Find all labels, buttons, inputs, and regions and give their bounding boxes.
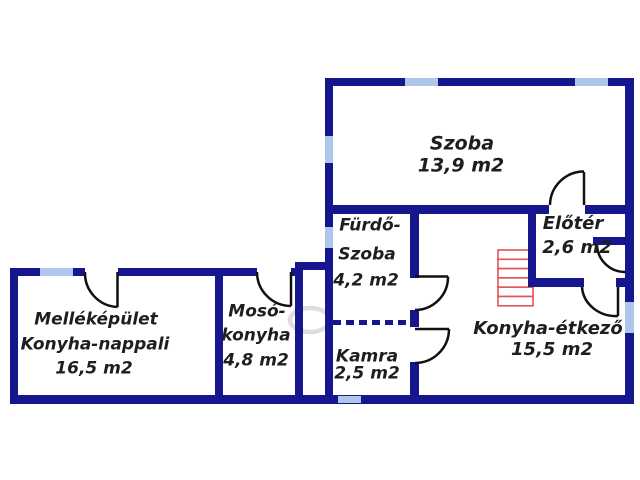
room-label-moso-line2: konyha	[221, 325, 291, 346]
room-label-mellekepulet-line1: Melléképület	[34, 309, 158, 330]
room-label-kamra: Kamra	[335, 346, 399, 367]
wall-segment	[616, 278, 634, 287]
room-label-szoba: Szoba	[429, 132, 495, 155]
door-opening	[257, 267, 291, 277]
stair-step	[497, 249, 534, 261]
room-label-furdo-line1: Fürdő-	[339, 215, 401, 236]
wall-segment	[295, 262, 333, 270]
window-segment	[40, 268, 73, 276]
door-arc	[83, 271, 118, 309]
room-area-szoba: 13,9 m2	[417, 154, 505, 177]
wall-segment	[528, 278, 584, 287]
room-area-furdo: 4,2 m2	[333, 270, 399, 291]
window-segment	[405, 78, 438, 86]
door-arc	[595, 243, 626, 274]
door-opening	[549, 204, 585, 215]
stair-step	[497, 286, 534, 298]
wall-segment	[295, 268, 303, 403]
stairs	[497, 249, 534, 307]
wall-segment	[410, 362, 419, 396]
stair-step	[497, 277, 534, 288]
room-area-moso: 4,8 m2	[223, 350, 289, 371]
door-arc	[414, 276, 450, 312]
wall-segment	[528, 205, 536, 286]
wall-segment	[10, 268, 18, 403]
door-opening	[85, 267, 118, 277]
room-label-moso-line1: Mosó-	[228, 301, 286, 322]
wall-segment	[593, 237, 633, 245]
door-arc	[255, 271, 292, 308]
stair-step	[497, 295, 534, 307]
door-openings	[85, 204, 585, 277]
windows	[40, 78, 634, 403]
wall-segment	[325, 205, 633, 214]
window-segment	[338, 396, 361, 403]
room-area-kamra: 2,5 m2	[334, 363, 400, 384]
window-segment	[325, 227, 333, 248]
room-label-mellekepulet-line2: Konyha-nappali	[20, 334, 170, 355]
wall-segment	[215, 268, 223, 403]
wall-segment	[410, 310, 419, 327]
stair-step	[497, 258, 534, 270]
room-area-konyha-etkezo: 15,5 m2	[511, 339, 593, 360]
room-label-eloter: Előtér	[542, 213, 604, 234]
door-arc	[580, 286, 619, 318]
room-label-konyha-etkezo: Konyha-étkező	[473, 318, 623, 339]
wall-segment	[325, 78, 633, 86]
wall-segment	[10, 268, 303, 276]
room-area-mellekepulet: 16,5 m2	[55, 358, 133, 379]
doors	[83, 170, 626, 365]
stair-step	[497, 267, 534, 279]
window-segment	[575, 78, 608, 86]
door-arc	[548, 170, 585, 206]
window-segment	[625, 302, 634, 333]
room-label-furdo-line2: Szoba	[338, 244, 396, 265]
window-segment	[325, 136, 333, 163]
room-area-eloter: 2,6 m2	[542, 237, 612, 258]
wall-segment	[10, 395, 634, 404]
door-arc	[414, 328, 451, 365]
wall-segment	[410, 205, 419, 278]
